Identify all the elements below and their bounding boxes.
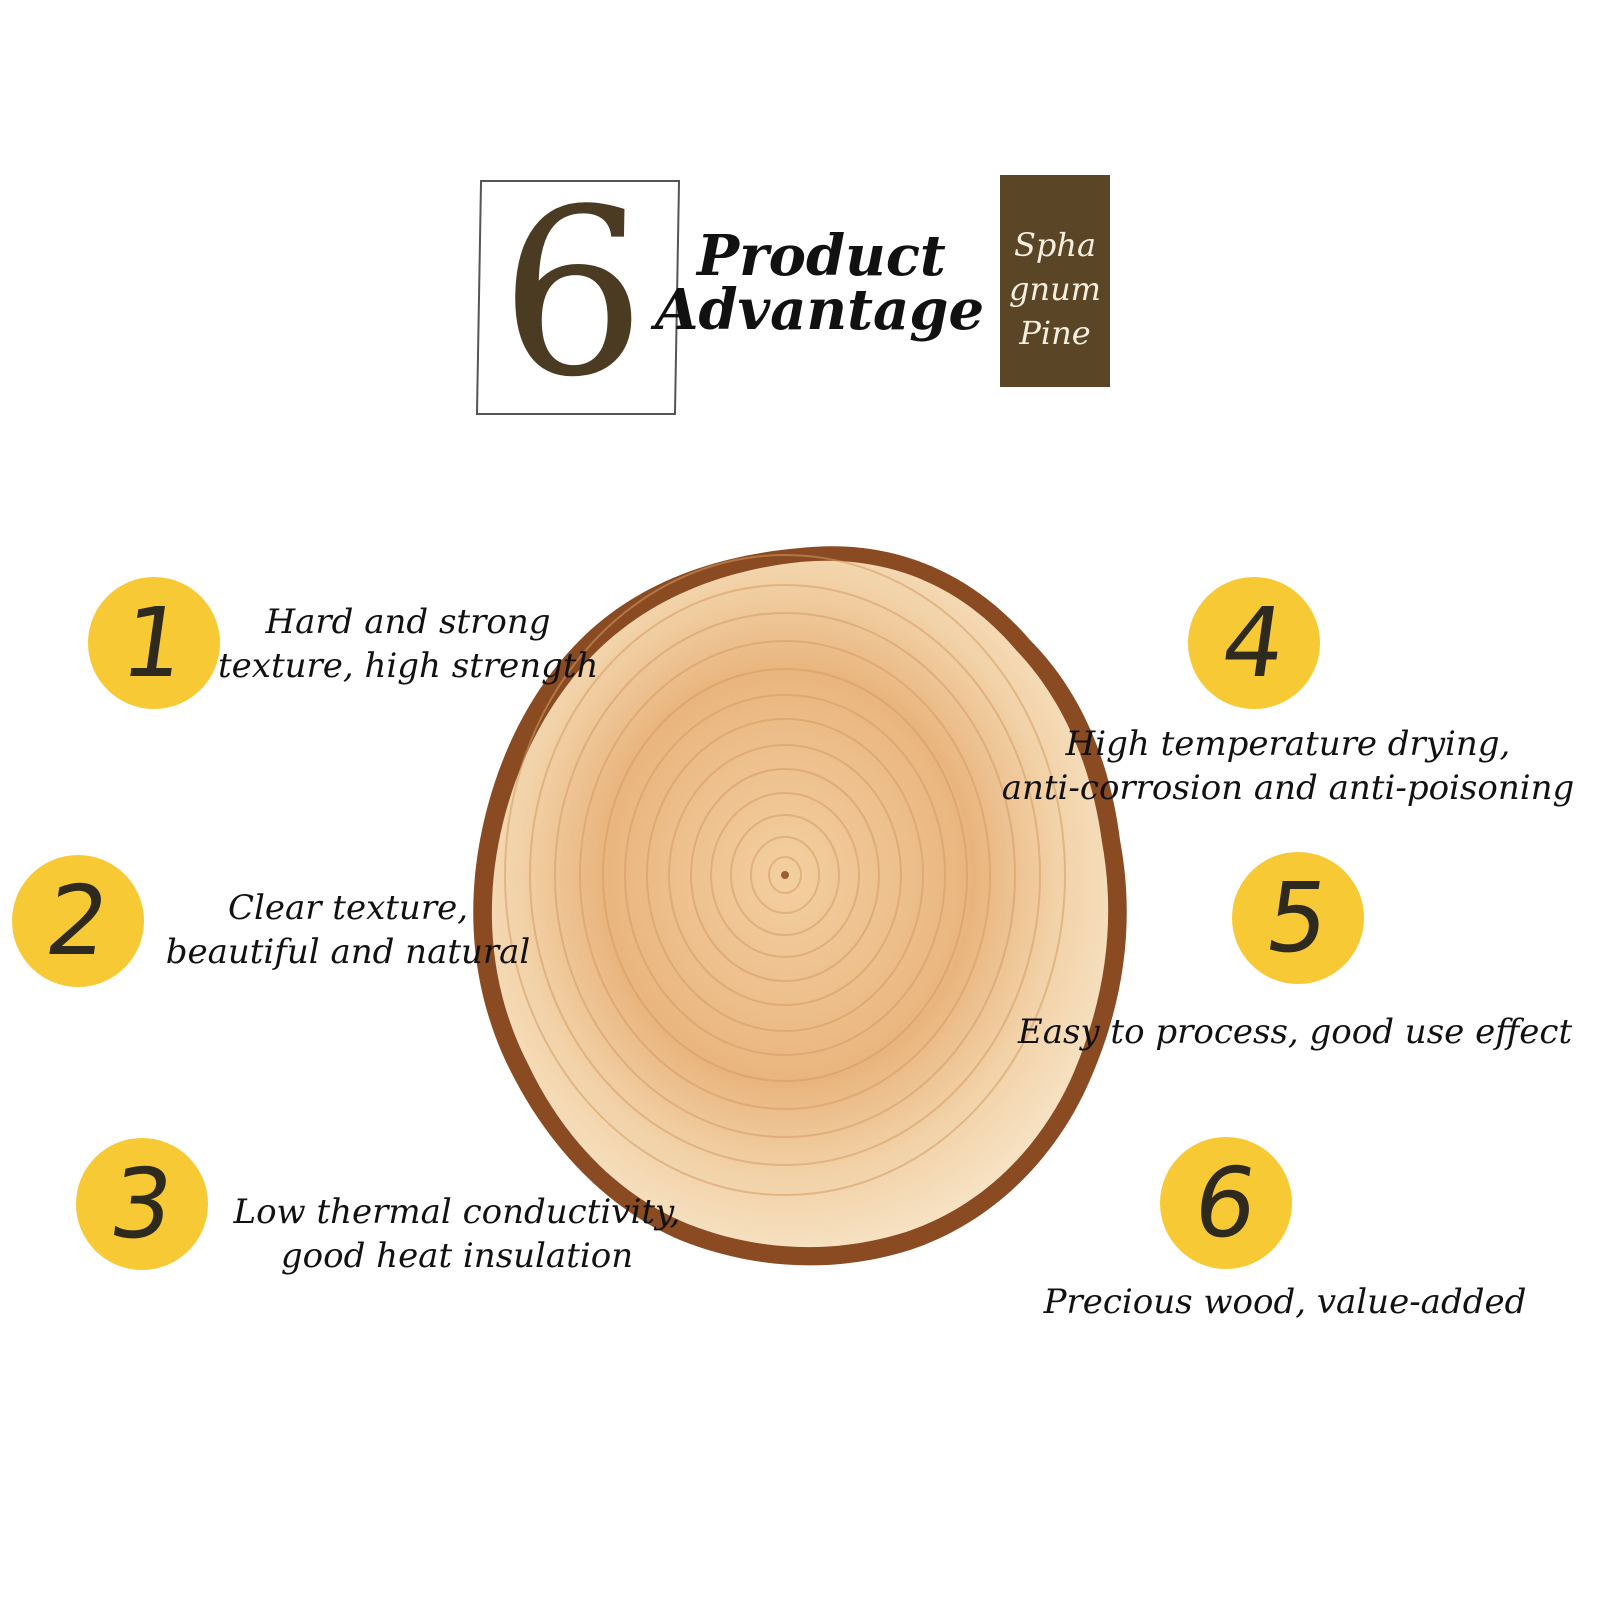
caption-line: good heat insulation	[280, 1236, 634, 1276]
wood-face	[491, 560, 1109, 1248]
advantage-5-number: 5	[1259, 862, 1337, 974]
advantage-1-caption: Hard and strong texture, high strength	[218, 600, 598, 688]
advantage-3-badge: 3	[76, 1138, 208, 1270]
caption-line: Easy to process, good use effect	[1017, 1012, 1573, 1052]
advantage-6-badge: 6	[1160, 1137, 1292, 1269]
caption-line: beautiful and natural	[165, 932, 531, 972]
brand-tag-line: gnum	[1008, 270, 1102, 308]
brand-tag-line: Spha	[1013, 226, 1097, 264]
advantage-1-badge: 1	[88, 577, 220, 709]
caption-line: anti-corrosion and anti-poisoning	[1001, 768, 1575, 808]
advantage-4-badge: 4	[1188, 577, 1320, 709]
wood-pith	[781, 871, 789, 879]
caption-line: High temperature drying,	[1065, 724, 1511, 764]
advantage-6-caption: Precious wood, value-added	[1025, 1280, 1545, 1324]
advantage-6-number: 6	[1187, 1147, 1265, 1259]
growth-rings	[504, 554, 1066, 1196]
advantage-4-caption: High temperature drying, anti-corrosion …	[988, 722, 1588, 810]
header-title: Product Advantage	[655, 228, 984, 338]
advantage-2-badge: 2	[12, 855, 144, 987]
advantage-5-caption: Easy to process, good use effect	[1005, 1010, 1585, 1054]
caption-line: Low thermal conductivity,	[233, 1192, 681, 1232]
caption-line: Precious wood, value-added	[1043, 1282, 1527, 1322]
advantage-2-caption: Clear texture, beautiful and natural	[158, 886, 538, 974]
brand-tag: Spha gnum Pine	[1000, 175, 1110, 387]
advantage-3-number: 3	[103, 1148, 181, 1260]
advantage-1-number: 1	[115, 587, 193, 699]
advantage-5-badge: 5	[1232, 852, 1364, 984]
header-number-box: 6	[475, 160, 681, 428]
wood-slice-image	[473, 546, 1127, 1266]
advantage-4-number: 4	[1215, 587, 1293, 699]
header-title-line2: Advantage	[655, 277, 985, 343]
caption-line: Clear texture,	[227, 888, 469, 928]
advantage-2-number: 2	[39, 865, 117, 977]
caption-line: Hard and strong	[265, 602, 551, 642]
caption-line: texture, high strength	[218, 646, 599, 686]
header-title-line1: Product	[697, 223, 946, 289]
advantage-3-caption: Low thermal conductivity, good heat insu…	[222, 1190, 692, 1278]
brand-tag-line: Pine	[1019, 314, 1091, 352]
header-number: 6	[497, 160, 649, 428]
